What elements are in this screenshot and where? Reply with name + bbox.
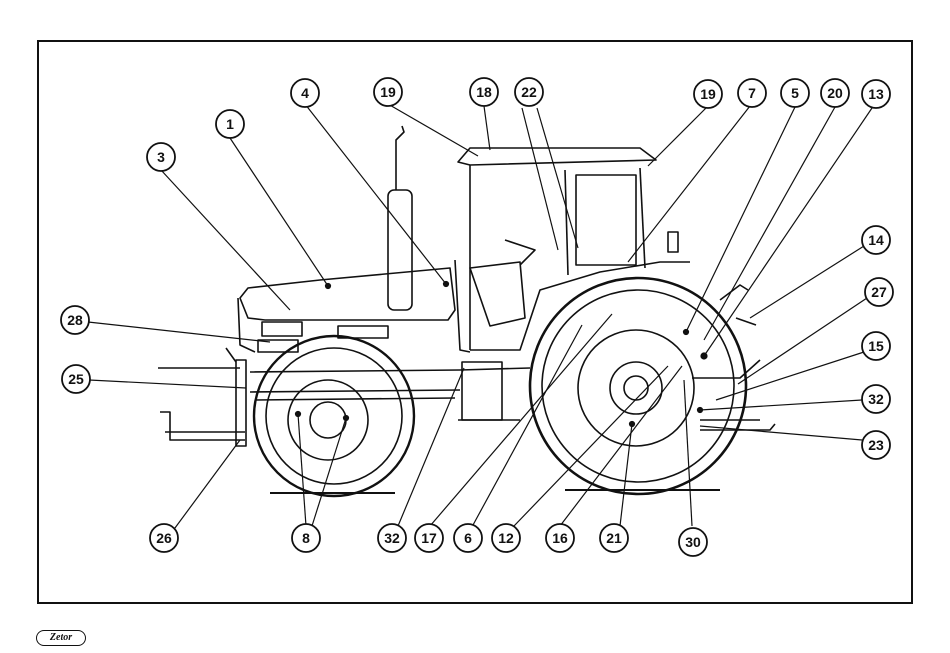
callout-number: 17 [421,530,437,546]
callout-markers: 1 3 4 19 18 22 19 7 5 20 13 14 27 15 32 … [61,78,893,556]
callout-marker: 3 [147,143,175,171]
callout-number: 8 [302,530,310,546]
callout-marker: 21 [600,524,628,552]
callout-marker: 5 [781,79,809,107]
callout-number: 16 [552,530,568,546]
callout-marker: 22 [515,78,543,106]
callout-marker: 7 [738,79,766,107]
tractor-illustration [158,126,775,496]
callout-number: 32 [384,530,400,546]
leader-lines [88,104,872,532]
callout-number: 21 [606,530,622,546]
callout-number: 5 [791,85,799,101]
callout-number: 23 [868,437,884,453]
callout-marker: 27 [865,278,893,306]
callout-marker: 32 [378,524,406,552]
callout-marker: 8 [292,524,320,552]
callout-number: 22 [521,84,537,100]
callout-marker: 23 [862,431,890,459]
callout-number: 14 [868,232,884,248]
zetor-logo: Zetor [36,630,86,646]
callout-number: 13 [868,86,884,102]
callout-marker: 15 [862,332,890,360]
callout-marker: 30 [679,528,707,556]
callout-marker: 26 [150,524,178,552]
callout-marker: 16 [546,524,574,552]
callout-marker: 13 [862,80,890,108]
callout-number: 27 [871,284,887,300]
callout-number: 3 [157,149,165,165]
callout-number: 19 [700,86,716,102]
callout-marker: 12 [492,524,520,552]
callout-marker: 25 [62,365,90,393]
callout-marker: 20 [821,79,849,107]
callout-marker: 6 [454,524,482,552]
callout-marker: 19 [374,78,402,106]
callout-number: 20 [827,85,843,101]
callout-marker: 18 [470,78,498,106]
callout-number: 26 [156,530,172,546]
callout-marker: 17 [415,524,443,552]
callout-marker: 1 [216,110,244,138]
callout-number: 1 [226,116,234,132]
callout-number: 6 [464,530,472,546]
callout-marker: 4 [291,79,319,107]
callout-number: 12 [498,530,514,546]
callout-marker: 14 [862,226,890,254]
callout-number: 19 [380,84,396,100]
callout-marker: 32 [862,385,890,413]
callout-number: 30 [685,534,701,550]
callout-number: 4 [301,85,309,101]
callout-marker: 28 [61,306,89,334]
callout-number: 25 [68,371,84,387]
callout-number: 7 [748,85,756,101]
callout-marker: 19 [694,80,722,108]
callout-number: 18 [476,84,492,100]
callout-number: 15 [868,338,884,354]
callout-number: 28 [67,312,83,328]
callout-number: 32 [868,391,884,407]
